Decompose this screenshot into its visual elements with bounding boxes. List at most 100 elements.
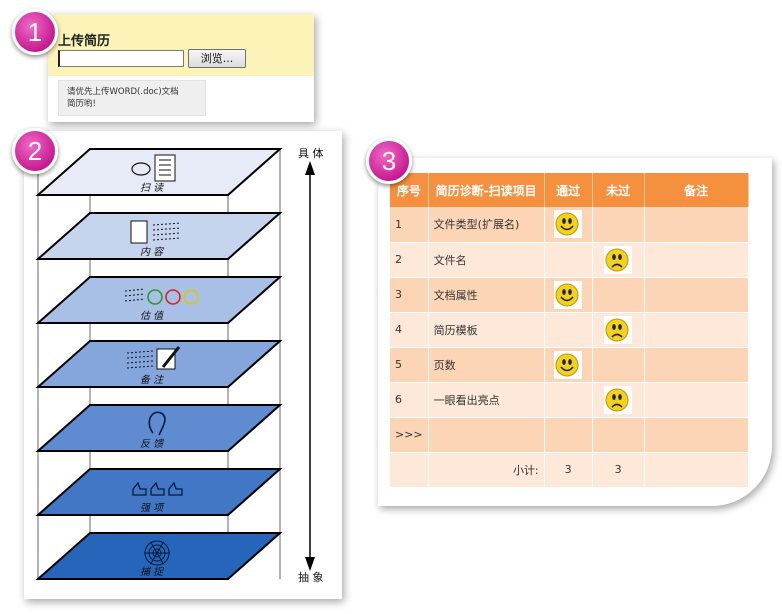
file-path-input[interactable]: [58, 50, 184, 67]
table-row: 6 一眼看出亮点: [390, 382, 749, 418]
header-item: 简历诊断-扫读项目: [428, 173, 545, 207]
layer-plane: [35, 212, 283, 260]
fail-cell: [592, 242, 645, 278]
layer-1: 扫 读: [35, 148, 283, 196]
upload-hint-line-1: 请优先上传WORD(.doc)文档: [67, 87, 179, 97]
scan-document-icon: [131, 154, 176, 182]
empty-cell: [644, 452, 749, 488]
row-item: 一眼看出亮点: [428, 382, 545, 418]
more-link[interactable]: >>>: [390, 417, 429, 453]
table-row: 2 文件名: [390, 242, 749, 278]
layer-2: 内 容: [35, 212, 283, 260]
row-number: 4: [390, 312, 429, 348]
thumbs-up-icon: [132, 481, 183, 496]
fail-cell: [592, 207, 645, 243]
table-row: 5 页数: [390, 347, 749, 383]
row-number: 1: [390, 207, 429, 243]
step-badge-1: 1: [12, 9, 58, 55]
header-pass: 通过: [544, 173, 593, 207]
layer-label-6: 强 项: [140, 503, 165, 514]
step-badge-2: 2: [12, 128, 58, 174]
table-row: 4 简历模板: [390, 312, 749, 348]
axis-top-label: 具 体: [298, 146, 324, 160]
row-item: 简历模板: [428, 312, 545, 348]
layer-3: 估 值: [35, 276, 283, 324]
empty-cell: [592, 417, 645, 453]
upload-panel: 上传简历 浏览... 请优先上传WORD(.doc)文档 简历哟!: [48, 14, 314, 122]
table-row: 3 文档属性: [390, 277, 749, 313]
fail-count: 3: [592, 452, 645, 488]
pass-cell: [544, 242, 593, 278]
subtotal-row: 小计: 3 3: [390, 452, 749, 488]
content-list-icon: [130, 220, 182, 244]
fail-cell: [592, 277, 645, 313]
pass-cell: [544, 277, 593, 313]
layer-7: 捕 捉: [35, 532, 283, 580]
pass-cell: [544, 207, 593, 243]
empty-cell: [390, 452, 429, 488]
axis-bottom-label: 抽 象: [298, 570, 324, 584]
upload-hint-line-2: 简历哟!: [67, 99, 96, 109]
row-item: 文件名: [428, 242, 545, 278]
step-badge-3: 3: [366, 138, 412, 184]
header-fail: 未过: [592, 173, 645, 207]
upload-form: 上传简历 浏览...: [48, 14, 314, 76]
layer-plane: [35, 468, 283, 516]
scan-result-table: 序号 简历诊断-扫读项目 通过 未过 备注 1 文件类型(扩展名): [390, 173, 749, 488]
pass-cell: [544, 312, 593, 348]
row-item: 文档属性: [428, 277, 545, 313]
layer-label-2: 内 容: [140, 246, 165, 258]
sad-face-icon: [604, 245, 633, 274]
pass-cell: [544, 347, 593, 383]
row-number: 2: [390, 242, 429, 278]
empty-cell: [428, 417, 545, 453]
layer-plane: [35, 276, 283, 324]
layer-label-3: 估 值: [140, 310, 165, 322]
empty-cell: [544, 417, 593, 453]
layer-stack-diagram: 扫 读内 容估 值备 注反 馈强 项捕 捉 具 体 抽 象: [35, 146, 324, 584]
evaluation-faces-icon: [124, 288, 199, 305]
concreteness-axis: 具 体 抽 象: [298, 146, 324, 584]
sad-face-icon: [604, 315, 633, 344]
upload-hint: 请优先上传WORD(.doc)文档 简历哟!: [58, 80, 206, 116]
layer-6: 强 项: [35, 468, 283, 516]
note-cell: [644, 207, 749, 243]
empty-cell: [644, 417, 749, 453]
fail-cell: [592, 347, 645, 383]
happy-face-icon: [554, 280, 583, 309]
subtotal-label: 小计:: [428, 452, 545, 488]
header-note: 备注: [644, 173, 749, 207]
layer-4: 备 注: [35, 340, 283, 388]
note-cell: [644, 312, 749, 348]
scan-result-panel: 序号 简历诊断-扫读项目 通过 未过 备注 1 文件类型(扩展名): [378, 158, 772, 506]
row-number: 5: [390, 347, 429, 383]
notes-pen-icon: [126, 346, 181, 370]
row-number: 6: [390, 382, 429, 418]
ear-icon: [148, 411, 166, 436]
note-cell: [644, 347, 749, 383]
layer-label-4: 备 注: [140, 374, 164, 386]
pass-count: 3: [544, 452, 593, 488]
happy-face-icon: [554, 210, 583, 239]
layer-5: 反 馈: [35, 404, 283, 452]
sad-face-icon: [604, 385, 633, 414]
note-cell: [644, 242, 749, 278]
happy-face-icon: [554, 350, 583, 379]
arrow-up-icon: [305, 161, 315, 175]
browse-button[interactable]: 浏览...: [188, 49, 246, 68]
table-row: 1 文件类型(扩展名): [390, 207, 749, 243]
layer-label-5: 反 馈: [140, 438, 164, 450]
fail-cell: [592, 312, 645, 348]
row-item: 页数: [428, 347, 545, 383]
note-cell: [644, 382, 749, 418]
spider-web-icon: [144, 540, 170, 566]
table-header-row: 序号 简历诊断-扫读项目 通过 未过 备注: [390, 173, 749, 207]
upload-title: 上传简历: [58, 34, 111, 49]
row-number: 3: [390, 277, 429, 313]
note-cell: [644, 277, 749, 313]
layer-stack-panel: 扫 读内 容估 值备 注反 馈强 项捕 捉 具 体 抽 象: [24, 131, 342, 599]
arrow-down-icon: [305, 557, 315, 571]
layer-plane: [35, 404, 283, 452]
more-row: >>>: [390, 417, 749, 453]
